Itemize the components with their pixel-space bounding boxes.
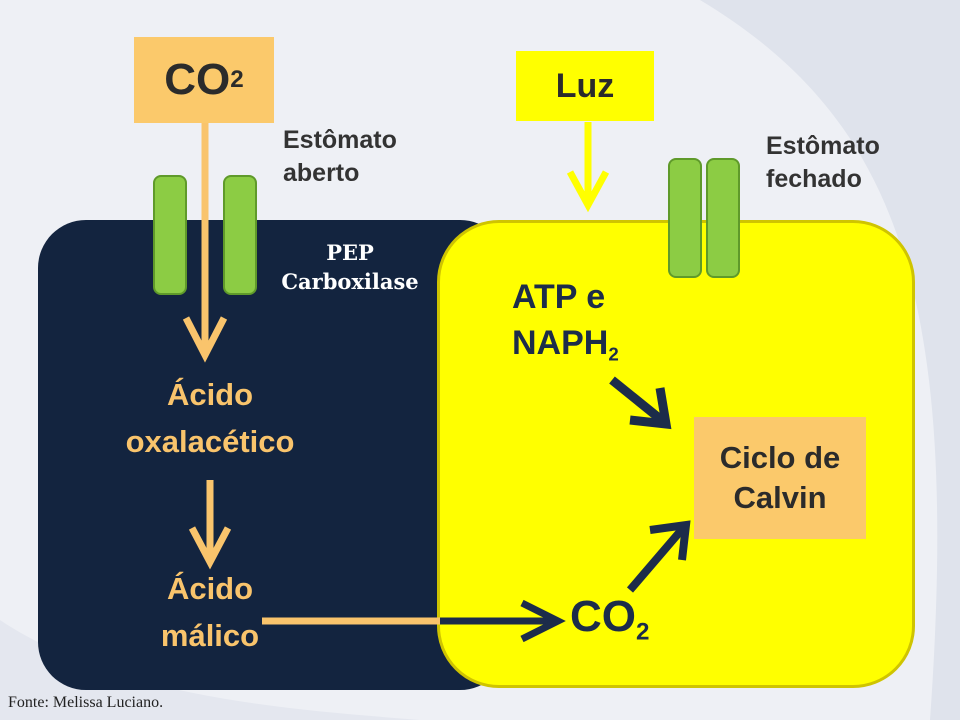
closed-stoma-right-guard-cell xyxy=(706,158,740,278)
pep-carboxylase-label: PEP Carboxilase xyxy=(281,240,419,295)
closed-stoma-label: Estômato fechado xyxy=(766,132,880,193)
open-stoma-right-guard-cell xyxy=(223,175,257,295)
bundle-sheath-co2-label: CO2 xyxy=(570,592,650,646)
co2-subscript: 2 xyxy=(230,66,244,93)
atp-naph-label: ATP e NAPH2 xyxy=(512,278,619,365)
closed-stoma-left-guard-cell xyxy=(668,158,702,278)
atp-to-calvin-arrowhead xyxy=(629,387,672,430)
mesophyll-cell xyxy=(38,220,508,690)
source-caption: Fonte: Melissa Luciano. xyxy=(8,694,164,711)
atp-to-calvin-arrow xyxy=(609,376,667,426)
light-box: Luz xyxy=(516,51,654,121)
light-arrowhead xyxy=(566,170,610,213)
malic-acid-label: Ácido málico xyxy=(160,571,260,653)
calvin-cycle-box: Ciclo de Calvin xyxy=(694,417,866,539)
co2-to-calvin-arrowhead xyxy=(649,520,691,561)
co2-to-oxaloacetic-arrowhead xyxy=(182,316,228,363)
open-stoma-left-guard-cell xyxy=(153,175,187,295)
co2-to-calvin-arrow xyxy=(626,524,688,593)
malic-to-co2-arrowhead xyxy=(520,599,566,643)
oxaloacetic-to-malic-arrowhead xyxy=(188,526,232,570)
co2-label: CO xyxy=(164,55,231,104)
oxaloacetic-acid-label: Ácido oxalacético xyxy=(125,377,295,459)
light-label: Luz xyxy=(555,66,615,105)
open-stoma-label: Estômato aberto xyxy=(283,126,397,187)
